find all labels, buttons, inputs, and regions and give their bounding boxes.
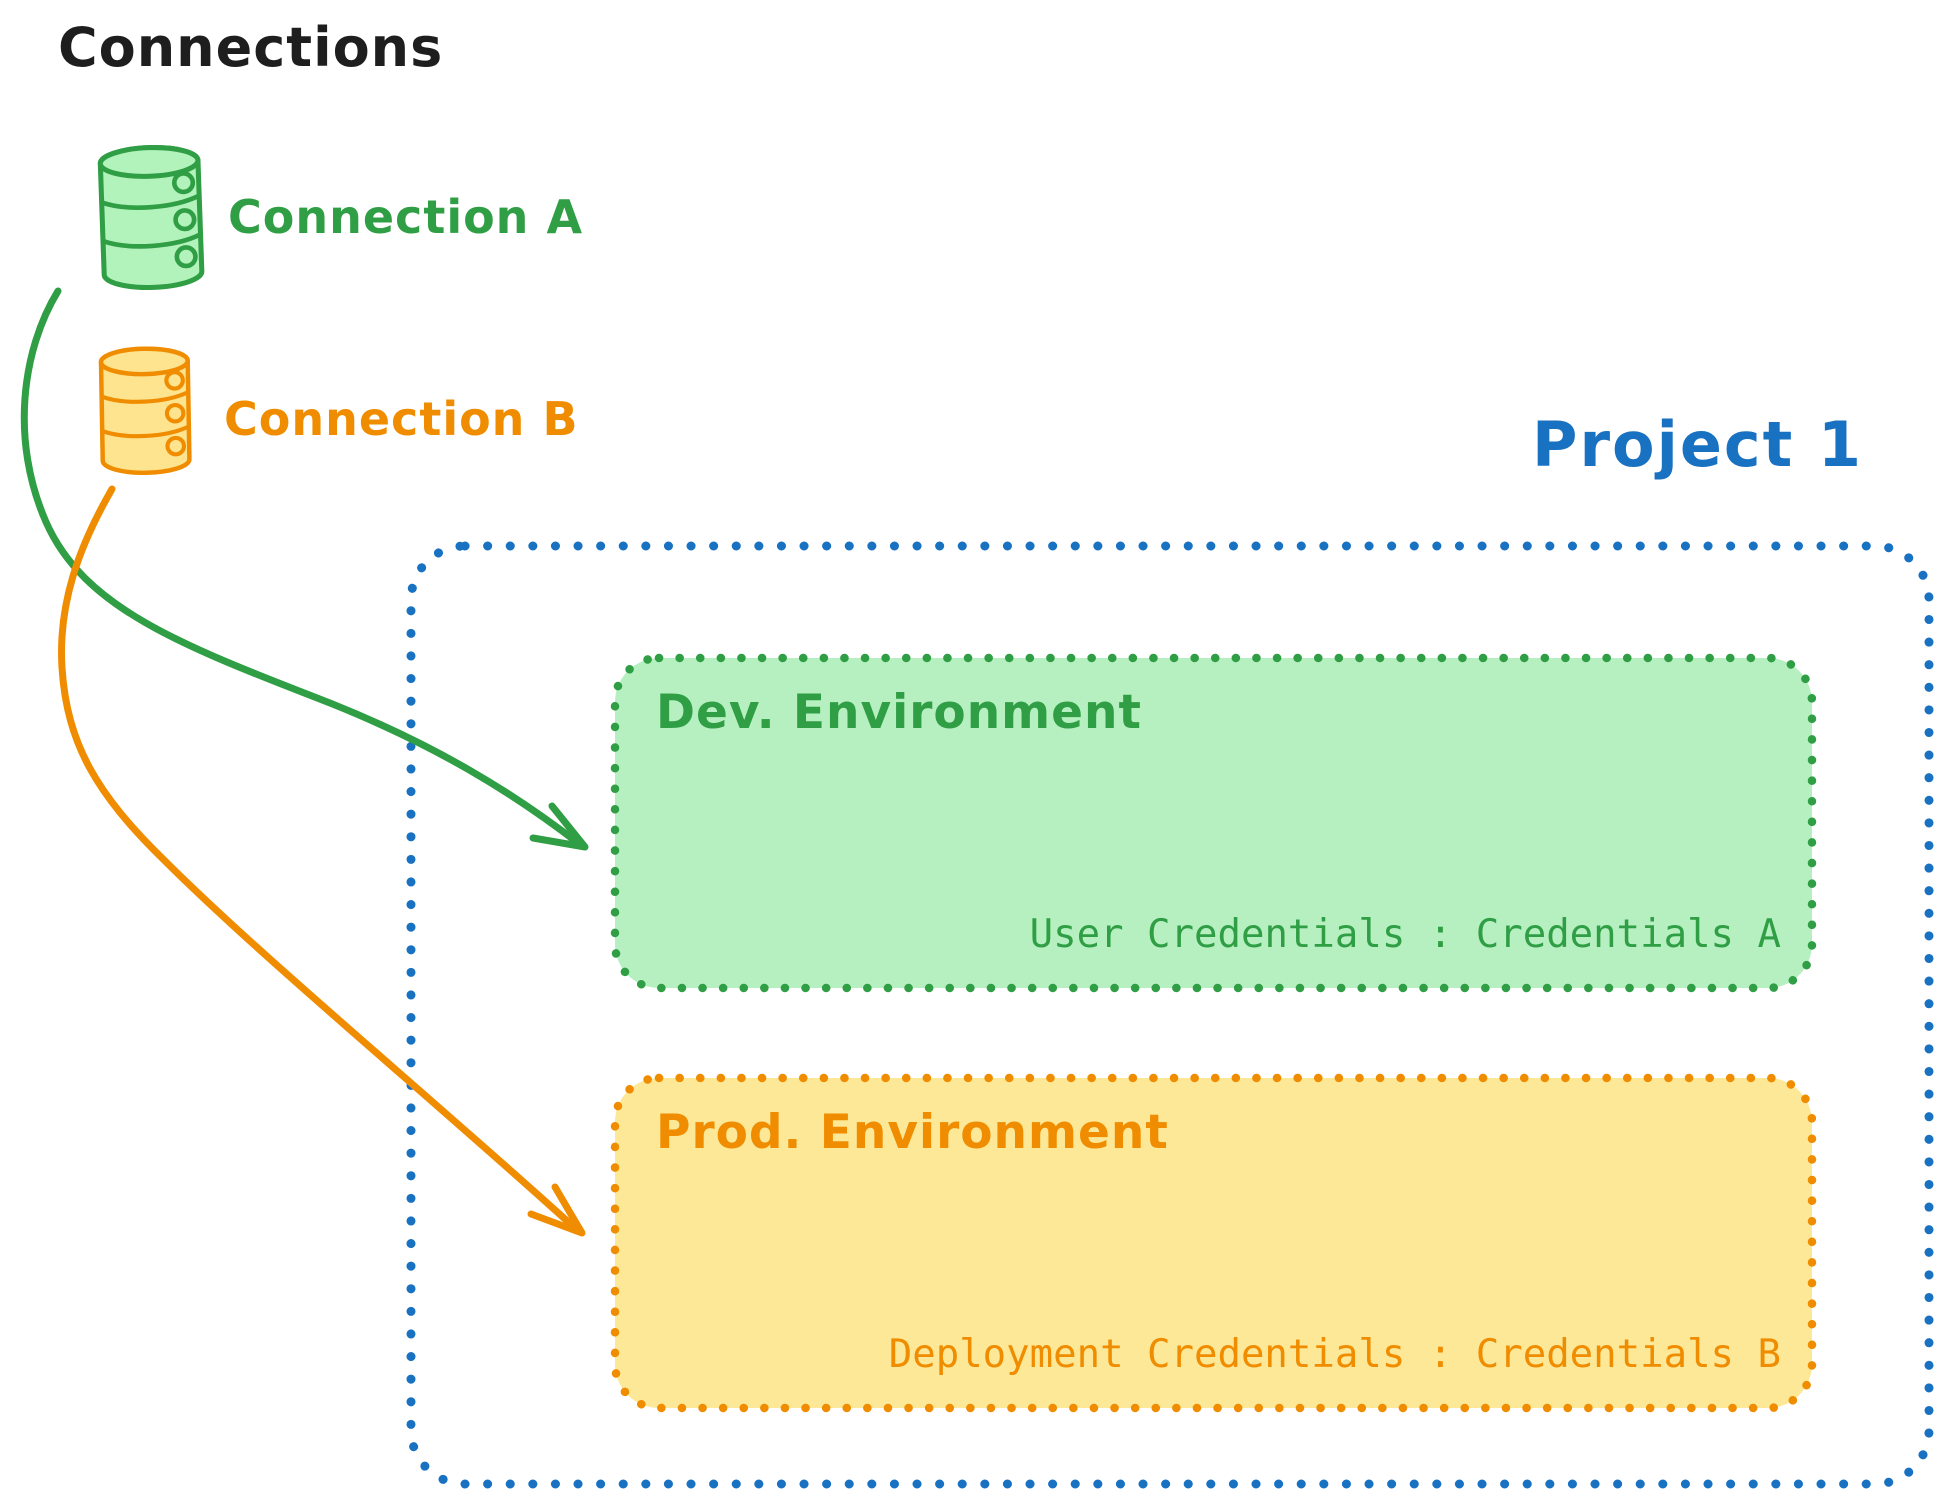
connection-a-label: Connection A (228, 190, 584, 244)
prod-environment-title: Prod. Environment (656, 1105, 1169, 1160)
prod-environment-border (610, 1073, 1817, 1413)
dev-environment-title: Dev. Environment (656, 685, 1142, 740)
project-title: Project 1 (1532, 408, 1864, 481)
database-icon-connection-b (98, 346, 192, 476)
prod-environment-box: Prod. Environment Deployment Credentials… (610, 1073, 1817, 1413)
diagram-title: Connections (58, 16, 444, 79)
dev-environment-box: Dev. Environment User Credentials : Cred… (610, 653, 1817, 993)
connection-b-label: Connection B (224, 392, 579, 446)
prod-environment-credentials: Deployment Credentials : Credentials B (888, 1332, 1781, 1377)
dev-environment-credentials: User Credentials : Credentials A (1029, 912, 1781, 957)
database-icon-connection-a (97, 145, 205, 290)
dev-environment-border (610, 653, 1817, 993)
